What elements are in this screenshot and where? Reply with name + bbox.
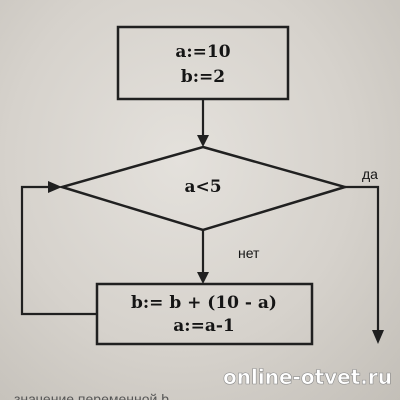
arrowhead-yes-branch: [372, 330, 384, 344]
loop-line-a: a:=a-1: [173, 316, 234, 336]
init-line-b: b:=2: [181, 67, 225, 87]
init-block: [116, 25, 290, 101]
bottom-caption: значение переменной b: [14, 391, 169, 400]
init-line-a: a:=10: [175, 42, 230, 62]
yes-branch-line: [345, 185, 380, 332]
condition-text: a<5: [184, 177, 221, 197]
arrowhead-no-branch: [197, 272, 209, 284]
loop-line-b: b:= b + (10 - a): [131, 293, 277, 313]
arrowhead-condition: [197, 135, 209, 147]
loop-back-line: [20, 185, 97, 316]
yes-branch-label: да: [362, 166, 378, 182]
arrowhead-loop-back: [48, 181, 62, 193]
no-branch-label: нет: [238, 245, 260, 261]
watermark-text: online-otvet.ru: [223, 365, 392, 389]
